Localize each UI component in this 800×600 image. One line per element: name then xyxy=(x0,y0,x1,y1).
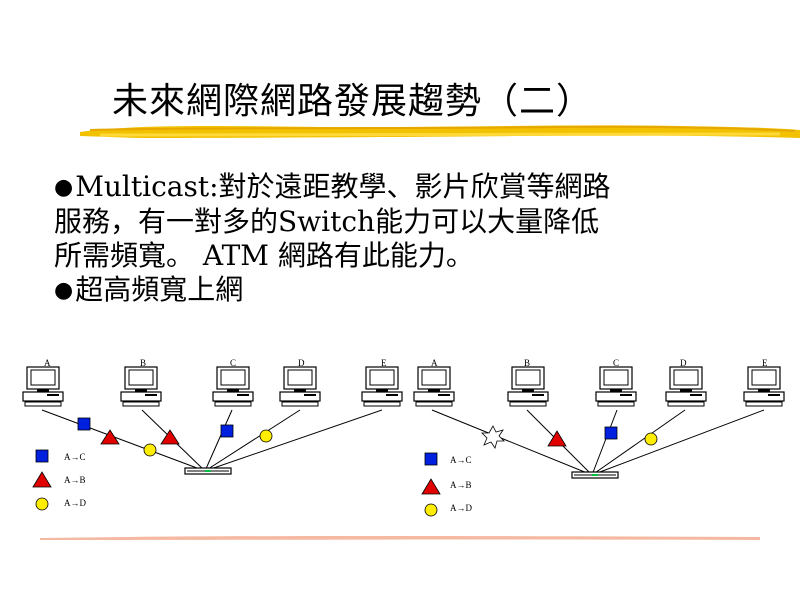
node-label: E xyxy=(381,358,387,368)
switch-icon xyxy=(184,467,232,475)
svg-text:A→D: A→D xyxy=(64,498,86,508)
bullet: ● xyxy=(54,278,74,303)
packet-circle xyxy=(143,443,157,457)
computer-icon xyxy=(595,366,637,407)
switch-icon xyxy=(571,471,619,479)
computer-icon xyxy=(361,366,403,407)
right-network: A B C D E A→C A→B A→D xyxy=(413,358,785,517)
packet-circle xyxy=(259,429,273,443)
svg-text:A→B: A→B xyxy=(450,480,472,490)
node-label: E xyxy=(762,358,768,368)
svg-text:A→C: A→C xyxy=(64,452,86,462)
packet-triangle xyxy=(547,430,567,447)
packet-square xyxy=(604,426,618,440)
packet-triangle xyxy=(100,429,120,445)
left-network: A B C D E A→C A→B A→D xyxy=(22,358,403,511)
node-label: B xyxy=(524,358,530,368)
left-legend: A→C A→B A→D xyxy=(32,449,86,511)
star-icon xyxy=(481,425,505,449)
packet-square xyxy=(220,424,234,438)
node-label: A xyxy=(44,358,51,368)
slide-body: ●Multicast:對於遠距教學、影片欣賞等網路 服務，有一對多的Switch… xyxy=(54,170,754,308)
computer-icon xyxy=(120,366,162,407)
body-line-2: 服務，有一對多的Switch能力可以大量降低 xyxy=(54,205,600,238)
node-label: C xyxy=(613,358,619,368)
svg-text:A→D: A→D xyxy=(450,503,472,513)
computer-icon xyxy=(212,366,254,407)
svg-text:A→B: A→B xyxy=(64,475,86,485)
node-label: D xyxy=(298,358,305,368)
packet-square xyxy=(77,417,91,431)
packet-triangle xyxy=(160,429,180,445)
node-label: D xyxy=(680,358,687,368)
right-legend: A→C A→B A→D xyxy=(421,452,472,517)
svg-text:A→C: A→C xyxy=(450,455,472,465)
computer-icon xyxy=(279,366,321,407)
body-line-3: 所需頻寬。 ATM 網路有此能力。 xyxy=(54,239,474,272)
computer-icon xyxy=(413,366,455,407)
slide-title: 未來網際網路發展趨勢（二） xyxy=(112,81,594,122)
computer-icon xyxy=(507,366,549,407)
computer-icon xyxy=(743,366,785,407)
bullet: ● xyxy=(54,175,74,200)
computer-icon xyxy=(665,366,707,407)
title-highlight-stroke xyxy=(80,125,800,138)
node-label: B xyxy=(140,358,146,368)
body-line-1: ●Multicast:對於遠距教學、影片欣賞等網路 xyxy=(54,170,611,203)
body-line-4: ●超高頻寬上網 xyxy=(54,273,244,306)
packet-circle xyxy=(644,432,658,446)
node-label: A xyxy=(431,358,438,368)
node-label: C xyxy=(230,358,236,368)
multicast-diagram: A B C D E A→C A→B A→D xyxy=(22,358,785,517)
bottom-rule xyxy=(40,536,760,540)
computer-icon xyxy=(22,366,64,407)
